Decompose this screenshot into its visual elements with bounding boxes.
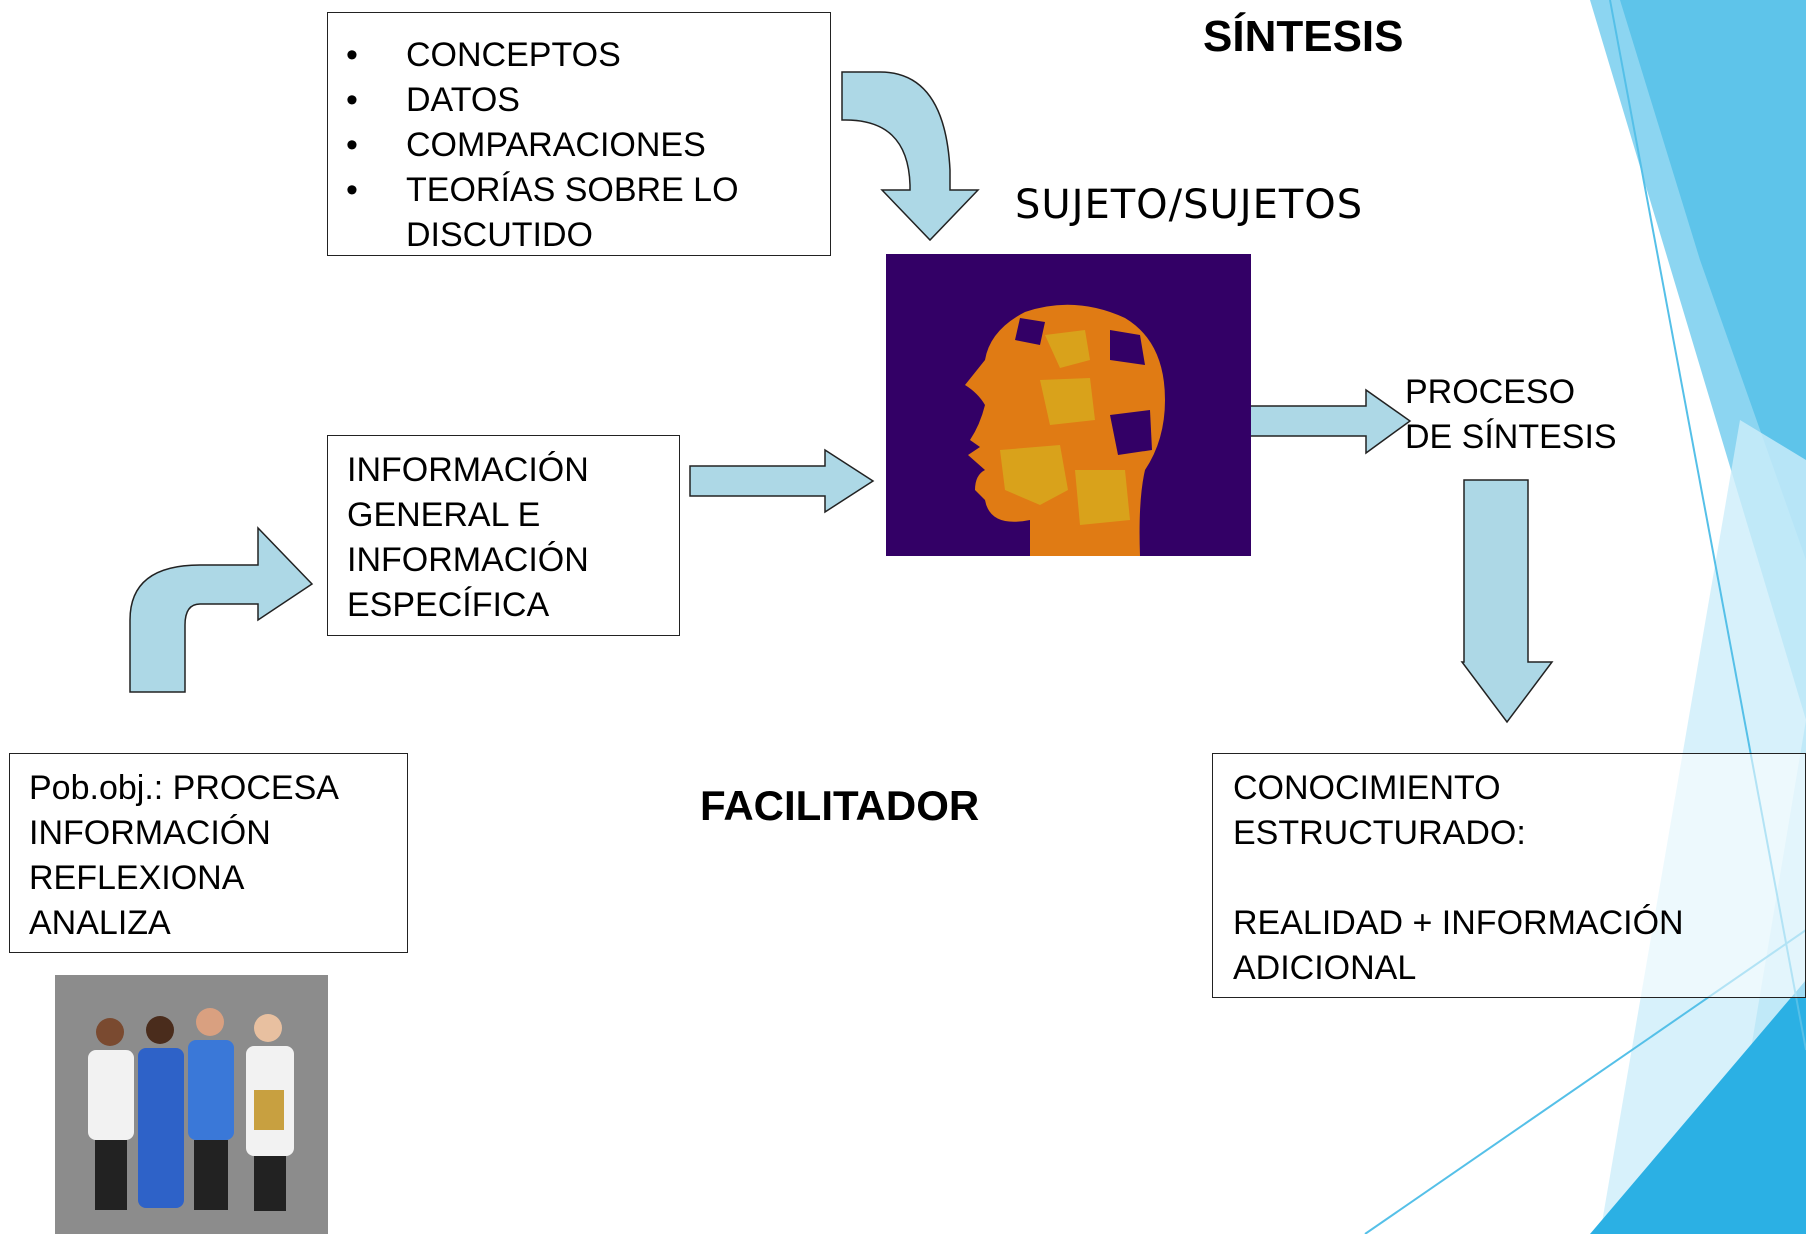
person-legs <box>194 1140 228 1210</box>
person-head <box>146 1016 174 1044</box>
curved-arrow-down <box>841 71 980 242</box>
population-box: Pob.obj.: PROCESA INFORMACIÓN REFLEXIONA… <box>9 753 408 953</box>
population-line: INFORMACIÓN <box>29 814 271 852</box>
inputs-item: TEORÍAS SOBRE LO DISCUTIDO <box>406 171 739 254</box>
process-label: PROCESO DE SÍNTESIS <box>1405 370 1617 460</box>
inputs-box: • CONCEPTOS • DATOS • COMPARACIONES • TEORÍA… <box>327 12 831 256</box>
bullet-icon: • <box>346 171 358 209</box>
arrow-down-to-knowledge <box>1460 479 1554 724</box>
curved-arrow-right <box>129 526 314 693</box>
bullet-icon: • <box>346 81 358 119</box>
bullet-icon: • <box>346 36 358 74</box>
folder <box>254 1090 284 1130</box>
process-line: DE SÍNTESIS <box>1405 418 1617 456</box>
knowledge-line: CONOCIMIENTO <box>1233 769 1501 807</box>
info-line: INFORMACIÓN <box>347 451 589 489</box>
info-line: INFORMACIÓN <box>347 541 589 579</box>
info-line: GENERAL E <box>347 496 541 534</box>
list-item: • DATOS <box>328 78 830 123</box>
puzzle-gap <box>1015 318 1045 345</box>
puzzle-piece <box>1040 378 1095 425</box>
person-scrubs <box>188 1040 234 1140</box>
inputs-item: CONCEPTOS <box>406 36 621 74</box>
accent-shape-right <box>1620 0 1806 560</box>
list-item: • COMPARACIONES <box>328 123 830 168</box>
person-head <box>196 1008 224 1036</box>
knowledge-line: ADICIONAL <box>1233 949 1417 987</box>
person-head <box>96 1018 124 1046</box>
subject-label: SUJETO/SUJETOS <box>1015 182 1364 228</box>
knowledge-line: REALIDAD + INFORMACIÓN <box>1233 904 1684 942</box>
knowledge-line: ESTRUCTURADO: <box>1233 814 1526 852</box>
info-box: INFORMACIÓN GENERAL E INFORMACIÓN ESPECÍ… <box>327 435 680 636</box>
knowledge-spacer <box>1233 856 1805 901</box>
bullet-icon: • <box>346 126 358 164</box>
person-legs <box>95 1140 127 1210</box>
person-head <box>254 1014 282 1042</box>
facilitator-label: FACILITADOR <box>700 782 980 829</box>
process-line: PROCESO <box>1405 373 1576 411</box>
population-line: Pob.obj.: PROCESA <box>29 769 339 807</box>
puzzle-piece <box>1045 330 1090 368</box>
info-line: ESPECÍFICA <box>347 586 550 624</box>
knowledge-box: CONOCIMIENTO ESTRUCTURADO: REALIDAD + IN… <box>1212 753 1806 998</box>
list-item: • TEORÍAS SOBRE LO DISCUTIDO <box>328 168 830 258</box>
slide-title: SÍNTESIS <box>1203 12 1404 61</box>
puzzle-gap <box>1110 330 1145 365</box>
inputs-list: • CONCEPTOS • DATOS • COMPARACIONES • TEORÍA… <box>328 33 830 258</box>
accent-shape-corner <box>1590 980 1806 1234</box>
person-legs <box>254 1156 286 1211</box>
inputs-item: COMPARACIONES <box>406 126 706 164</box>
population-line: ANALIZA <box>29 904 171 942</box>
person-scrubs <box>138 1048 184 1208</box>
population-line: REFLEXIONA <box>29 859 245 897</box>
puzzle-piece <box>1000 445 1068 505</box>
puzzle-gap <box>1110 410 1152 455</box>
person-coat <box>88 1050 134 1140</box>
inputs-item: DATOS <box>406 81 520 119</box>
list-item: • CONCEPTOS <box>328 33 830 78</box>
puzzle-piece <box>1075 470 1130 525</box>
arrow-to-head <box>689 448 875 514</box>
